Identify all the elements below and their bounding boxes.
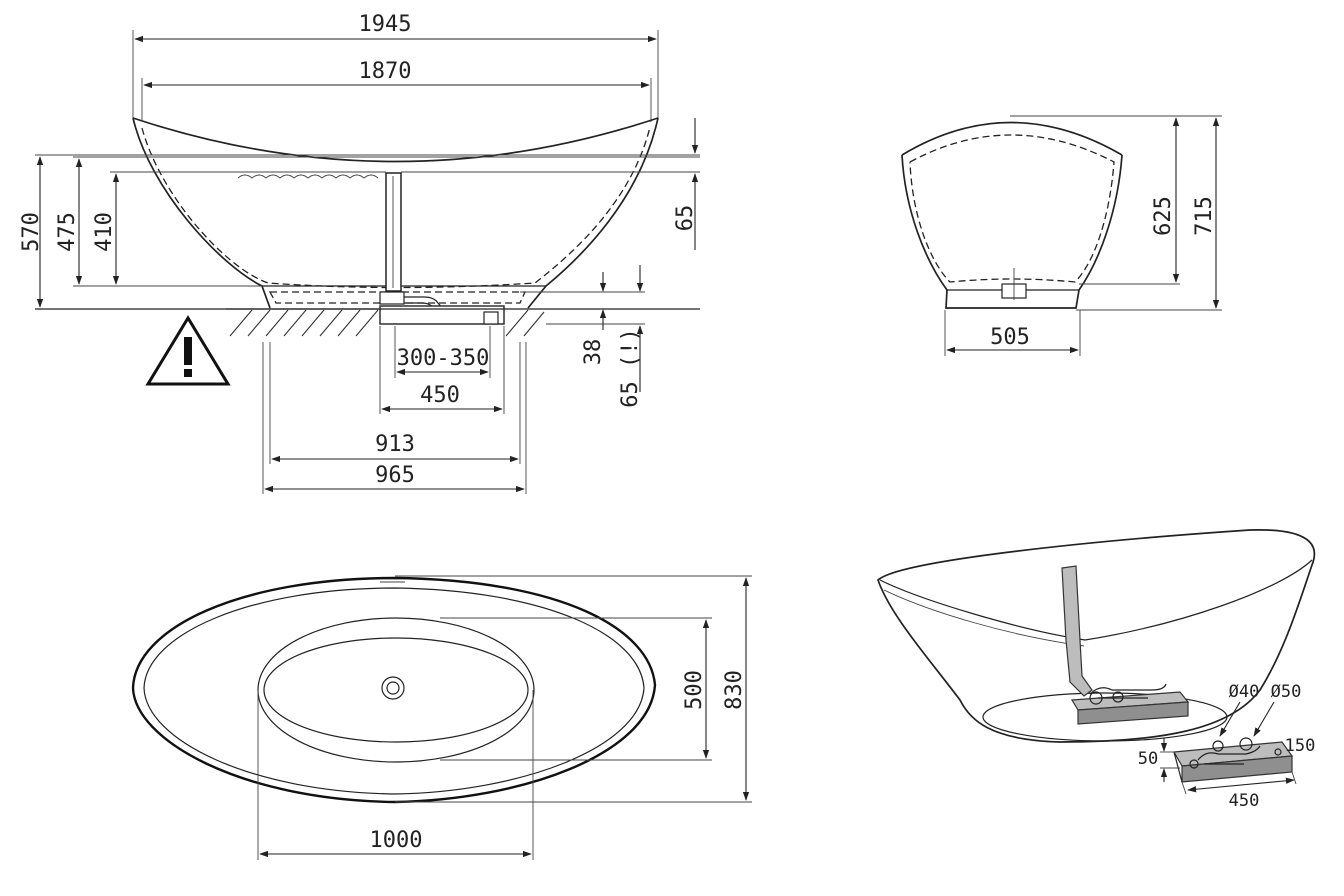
- dim-1945-label: 1945: [359, 12, 412, 37]
- iso-base-ellipse: [982, 692, 1228, 742]
- floor-hatching: [229, 309, 545, 337]
- iso-tub-outline: [877, 529, 1316, 743]
- dim-iso-450-label: 450: [1229, 791, 1260, 811]
- warning-icon: [145, 315, 231, 386]
- dim-913-label: 913: [375, 432, 415, 457]
- floor-faucet: [385, 172, 402, 292]
- dim-625-label: 625: [1151, 196, 1176, 236]
- dim-450-label: 450: [420, 383, 460, 408]
- drain-hole: [381, 676, 405, 700]
- tub-left-wall: [132, 117, 271, 309]
- dim-iso-150-label: 150: [1285, 736, 1316, 756]
- end-view-rim: [901, 121, 1123, 156]
- dim-965-label: 965: [375, 463, 415, 488]
- dim-1000-label: 1000: [370, 828, 423, 853]
- basin-inner: [263, 637, 529, 743]
- dim-65-recess-label: 65 (!): [618, 328, 643, 407]
- basin-outer: [257, 617, 535, 763]
- dim-300-350-label: 300-350: [397, 346, 490, 371]
- dim-570-label: 570: [19, 212, 44, 252]
- dim-410-label: 410: [92, 212, 117, 252]
- top-view-outer-rim: [131, 576, 657, 804]
- iso-view: Ø40 Ø50 50 150 450: [877, 529, 1316, 811]
- dim-715-label: 715: [1192, 196, 1217, 236]
- dim-65-overflow-label: 65: [673, 205, 698, 232]
- top-view: 500 830 1000: [131, 575, 752, 860]
- dim-1870-label: 1870: [359, 59, 412, 84]
- dim-830-label: 830: [722, 670, 747, 710]
- iso-faucet: [1061, 565, 1093, 697]
- pipe-40-label: Ø40: [1229, 682, 1260, 702]
- dim-475-label: 475: [55, 212, 80, 252]
- drain-box: [379, 305, 505, 325]
- tub-right-wall: [527, 117, 659, 309]
- dim-38-label: 38: [581, 339, 606, 366]
- dim-500-label: 500: [682, 670, 707, 710]
- dim-505-label: 505: [990, 325, 1030, 350]
- end-view: 625 715 505: [901, 115, 1222, 356]
- dim-iso-50-label: 50: [1138, 749, 1158, 769]
- pipe-50-label: Ø50: [1271, 682, 1302, 702]
- tub-rim-edge: [132, 117, 659, 163]
- side-view: 1945 1870: [19, 12, 700, 494]
- water-line: [237, 174, 379, 179]
